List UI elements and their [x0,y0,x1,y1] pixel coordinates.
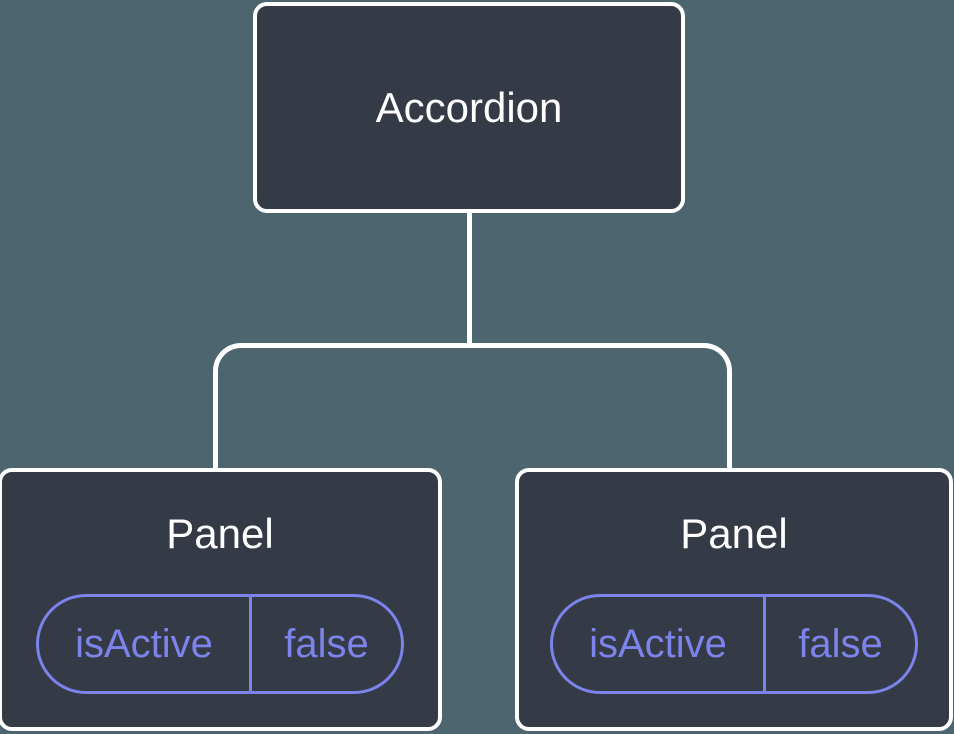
accordion-node: Accordion [253,2,685,213]
state-key: isActive [553,597,766,691]
panel-right-label: Panel [680,510,788,557]
panel-node-right: Panel isActive false [515,468,953,731]
panel-node-left: Panel isActive false [0,468,442,731]
state-value: false [798,621,883,666]
connector-stem [467,211,472,346]
state-pill-left: isActive false [36,594,404,694]
panel-left-label: Panel [166,510,274,557]
state-pill-right: isActive false [550,594,918,694]
accordion-node-label: Accordion [375,83,563,131]
connector-bridge [213,343,732,470]
state-value: false [284,621,369,666]
state-key: isActive [39,597,252,691]
